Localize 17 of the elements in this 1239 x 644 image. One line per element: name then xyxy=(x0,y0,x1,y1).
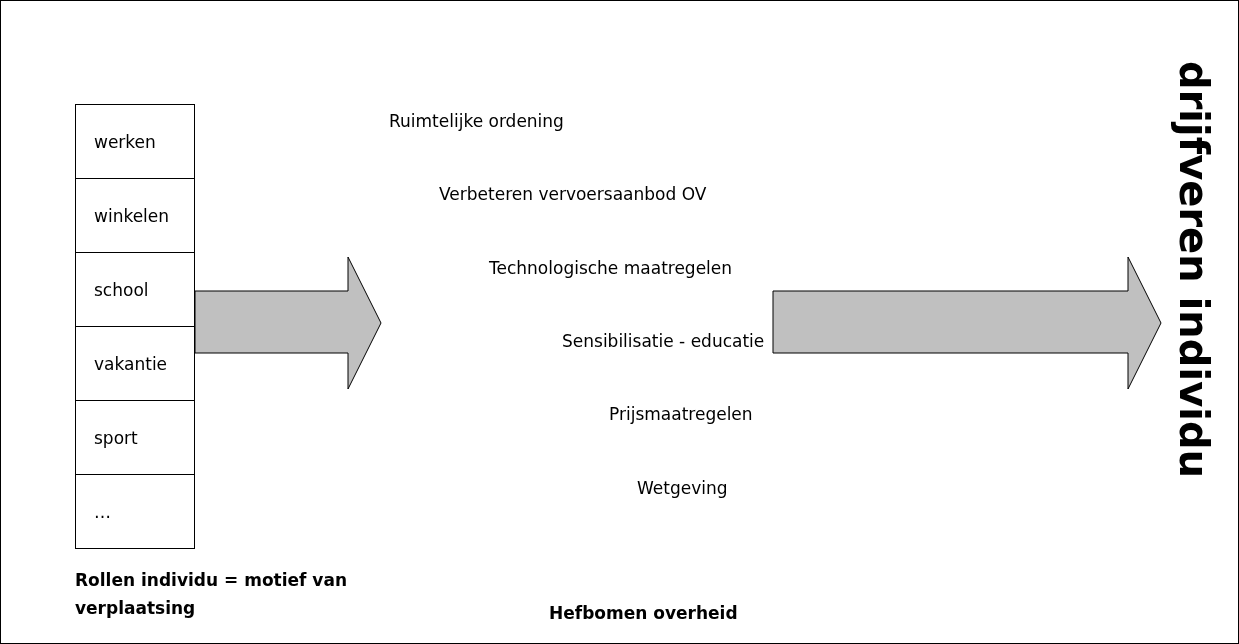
vertical-heading: drijfveren individu xyxy=(1161,61,1221,591)
measure-text: Sensibilisatie - educatie xyxy=(562,331,765,351)
measure-text: Wetgeving xyxy=(637,478,728,498)
role-cell: vakantie xyxy=(75,326,195,401)
role-cell: winkelen xyxy=(75,178,195,253)
measure-text: Technologische maatregelen xyxy=(489,258,733,278)
caption-text: Rollen individu = motief van verplaatsing xyxy=(75,569,348,620)
role-cell: sport xyxy=(75,400,195,475)
role-cell: … xyxy=(75,474,195,549)
measure-text: Ruimtelijke ordening xyxy=(389,111,564,131)
group-heading: Hefbomen overheid xyxy=(549,603,738,623)
block-arrow xyxy=(194,256,382,390)
measure-text: Prijsmaatregelen xyxy=(609,404,753,424)
role-cell: werken xyxy=(75,104,195,179)
role-cell: school xyxy=(75,252,195,327)
block-arrow xyxy=(772,256,1162,390)
measure-text: Verbeteren vervoersaanbod OV xyxy=(439,184,707,204)
